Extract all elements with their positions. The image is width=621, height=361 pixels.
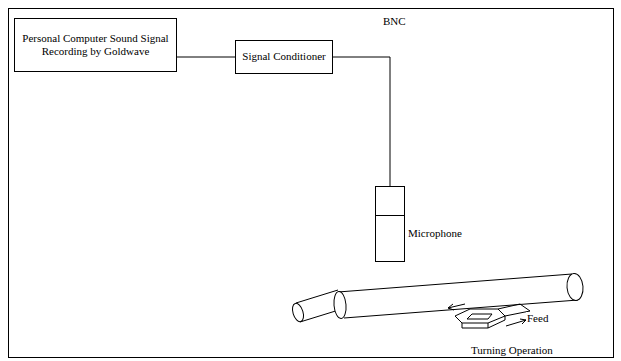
- lathe-workpiece: [290, 273, 584, 328]
- caption-label: Turning Operation: [470, 344, 554, 356]
- cable-line: [333, 57, 390, 186]
- computer-box: Personal Computer Sound Signal Recording…: [14, 18, 177, 72]
- cable-label: BNC: [382, 15, 407, 27]
- cable-line: [177, 57, 235, 58]
- node-text: Personal Computer Sound Signal Recording…: [15, 30, 176, 60]
- node-text: Signal Conditioner: [237, 48, 330, 65]
- microphone-divider: [376, 215, 404, 216]
- node-text: Microphone: [408, 227, 462, 240]
- feed-label: Feed: [526, 312, 549, 324]
- conditioner-box: Signal Conditioner: [235, 40, 333, 74]
- outer-frame: [9, 9, 614, 358]
- microphone-body: Microphone: [375, 186, 405, 262]
